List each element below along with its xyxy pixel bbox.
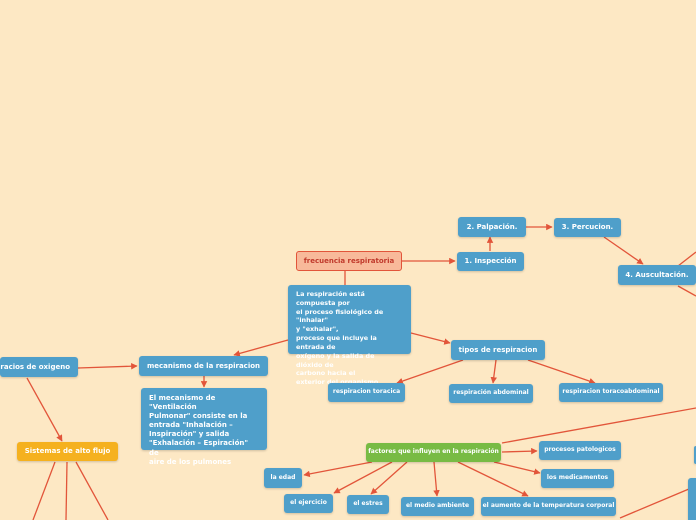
node-partial-right-2[interactable] [688, 478, 696, 520]
edge-auscultacion-down [677, 285, 696, 297]
edge-tipos-toracoabdominal [527, 359, 596, 385]
node-factores[interactable]: factores que influyen en la respiración [366, 443, 501, 462]
node-tipo-abdominal[interactable]: respiración abdominal [449, 384, 533, 403]
description-line: el proceso fisiológico de "inhalar" [296, 307, 384, 325]
node-percucion[interactable]: 3. Percucion. [554, 218, 621, 237]
edge-description-tipos [410, 332, 451, 345]
node-alto-flujo[interactable]: Sistemas de alto flujo [17, 442, 118, 461]
node-factor-patologicos[interactable]: procesos patologicos [539, 441, 621, 460]
edge-altoflujo-down-3 [75, 461, 109, 520]
edge-factores-right [501, 407, 696, 444]
node-auscultacion[interactable]: 4. Auscultación. [618, 265, 696, 285]
edge-tipos-abdominal [490, 359, 497, 384]
description-line: oxígeno y la salida de dióxido de [296, 351, 375, 369]
description-line: proceso que incluye la entrada de [296, 334, 377, 351]
edge-factores-ejercicio [333, 461, 393, 494]
edge-factores-ambiente [433, 461, 440, 497]
node-factor-medicamentos[interactable]: los medicamentos [541, 469, 614, 488]
node-factor-estres[interactable]: el estres [347, 495, 389, 514]
mecanismo-detail-line: Pulmonar" consiste en la [149, 412, 248, 421]
edge-altoflujo-down-2 [65, 461, 68, 520]
node-tipos[interactable]: tipos de respiracion [451, 340, 545, 360]
node-palpacion[interactable]: 2. Palpación. [458, 217, 526, 237]
edge-factores-medicamentos [493, 461, 541, 475]
node-mecanismo[interactable]: mecanismo de la respiracion [139, 356, 268, 376]
edge-auscultacion-up [677, 251, 696, 267]
edge-factores-edad [303, 461, 373, 478]
edge-factores-patologicos [501, 447, 538, 455]
edge-oxigeno-altoflujo [26, 377, 63, 442]
node-mecanismo-detail[interactable]: El mecanismo de "Ventilación Pulmonar" c… [141, 388, 267, 466]
node-factor-edad[interactable]: la edad [264, 468, 302, 488]
mecanismo-detail-line: aire de los pulmones [149, 457, 232, 466]
edge-percucion-auscultacion [603, 236, 644, 265]
node-oxigeno[interactable]: racios de oxigeno [0, 357, 78, 377]
node-tipo-toracica[interactable]: respiracion toracica [328, 383, 405, 402]
edge-factores-estres [370, 461, 408, 495]
node-factor-temperatura[interactable]: el aumento de la temperatura corporal [481, 497, 616, 516]
description-line: exterior del organismo [296, 378, 378, 387]
description-line: y "exhalar", [296, 325, 339, 334]
central-topic[interactable]: frecuencia respiratoria [296, 251, 402, 271]
description-line: carbono hacia el [296, 369, 356, 378]
edge-lower-right [619, 485, 696, 519]
edge-altoflujo-down-1 [32, 461, 56, 520]
node-factor-ejercicio[interactable]: el ejercicio [284, 494, 333, 513]
mecanismo-detail-line: "Exhalación – Espiración" de [149, 439, 249, 457]
node-tipo-toracoabdominal[interactable]: respiracion toracoabdominal [559, 383, 663, 402]
node-description[interactable]: La respiración está compuesta por el pro… [288, 285, 411, 386]
edge-oxigeno-mecanismo [77, 362, 138, 370]
node-inspeccion[interactable]: 1. Inspección [457, 252, 524, 271]
edge-tipos-toracica [396, 359, 464, 385]
mecanismo-detail-line: El mecanismo de "Ventilación [149, 394, 216, 412]
node-partial-right-1[interactable] [694, 446, 696, 464]
mecanismo-detail-line: Inspiración" y salida [149, 430, 230, 439]
edge-description-mecanismo [233, 339, 289, 357]
edge-factores-temperatura [457, 461, 529, 497]
mecanismo-detail-line: entrada "Inhalación – [149, 421, 233, 430]
description-line: La respiración está compuesta por [296, 290, 365, 307]
node-factor-ambiente[interactable]: el medio ambiente [401, 497, 474, 516]
